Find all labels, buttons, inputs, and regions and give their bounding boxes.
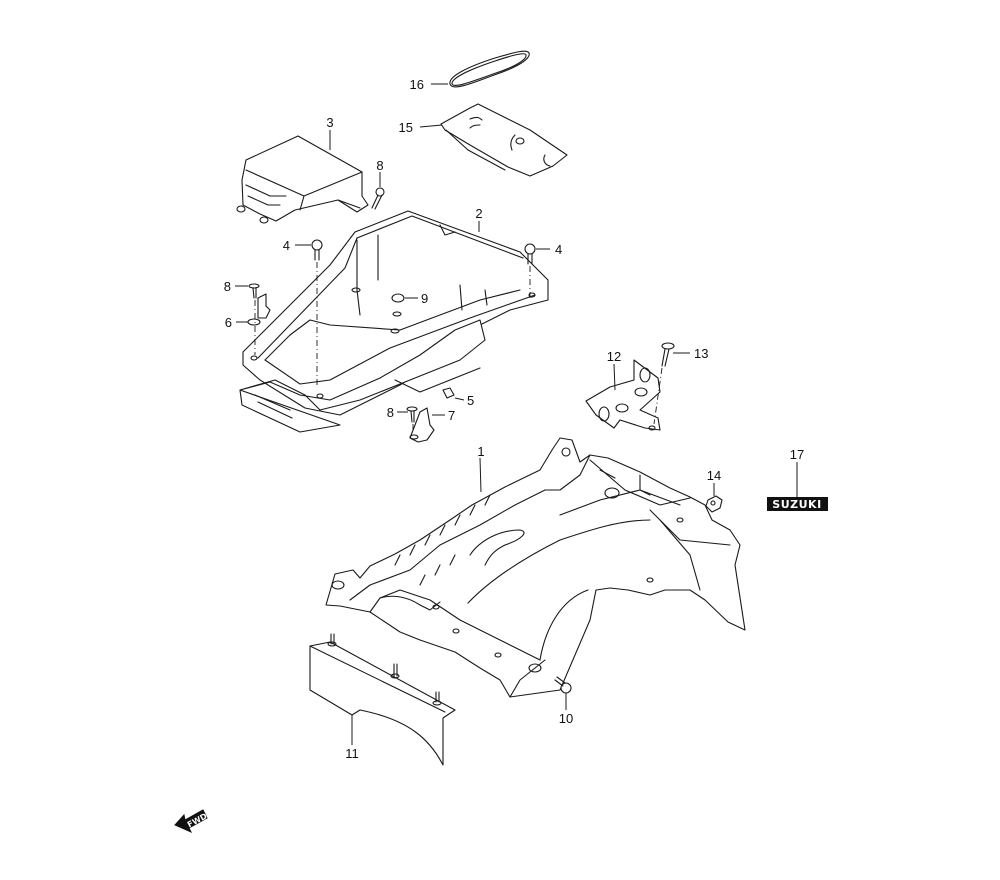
callout-3: 3 — [326, 115, 333, 130]
callout-17: 17 — [790, 447, 804, 462]
callout-6: 6 — [225, 315, 232, 330]
callout-14: 14 — [707, 468, 721, 483]
part-4-bolt-left[interactable] — [311, 239, 323, 385]
part-13-screw[interactable] — [653, 342, 675, 425]
part-3-box-cover[interactable] — [236, 135, 369, 224]
part-8-screw-bottom[interactable] — [406, 406, 418, 438]
part-14-clip[interactable] — [705, 495, 723, 513]
part-9-grommet — [391, 293, 405, 303]
callout-8-left: 8 — [224, 279, 231, 294]
callout-2: 2 — [475, 206, 482, 221]
callout-12: 12 — [607, 349, 621, 364]
callout-4-right: 4 — [555, 242, 562, 257]
part-12-bracket-plate[interactable] — [585, 359, 661, 431]
part-1-rear-fender[interactable] — [325, 437, 746, 698]
callout-5: 5 — [467, 393, 474, 408]
callout-13: 13 — [694, 346, 708, 361]
part-8-screw-left[interactable] — [248, 283, 260, 299]
fwd-arrow-icon: FWD — [174, 809, 209, 834]
part-4-bolt-right[interactable] — [524, 243, 536, 298]
callout-8-top: 8 — [376, 158, 383, 173]
callout-10: 10 — [559, 711, 573, 726]
part-8-screw-top[interactable] — [371, 187, 385, 210]
part-16-band[interactable] — [449, 50, 530, 88]
callout-8-bottom: 8 — [387, 405, 394, 420]
callout-4-left: 4 — [283, 238, 290, 253]
callout-labels: 16 15 3 8 2 4 4 8 6 9 5 8 7 1 12 13 14 1… — [224, 77, 804, 761]
part-2-utility-box[interactable] — [239, 210, 549, 433]
callout-11: 11 — [345, 746, 359, 761]
part-15-tool-bag[interactable] — [440, 103, 568, 177]
callout-7: 7 — [448, 408, 455, 423]
part-5-clip-nut[interactable] — [442, 387, 455, 399]
callout-1: 1 — [477, 444, 484, 459]
emblem-text: SUZUKI — [772, 498, 821, 511]
leader-lines — [235, 83, 798, 745]
part-17-emblem[interactable]: SUZUKI — [767, 497, 828, 511]
callout-9: 9 — [421, 291, 428, 306]
callout-16: 16 — [410, 77, 424, 92]
part-6-bracket[interactable] — [247, 293, 271, 355]
part-7-bracket[interactable] — [409, 407, 435, 443]
part-11-mud-guard[interactable] — [309, 633, 456, 766]
callout-15: 15 — [399, 120, 413, 135]
